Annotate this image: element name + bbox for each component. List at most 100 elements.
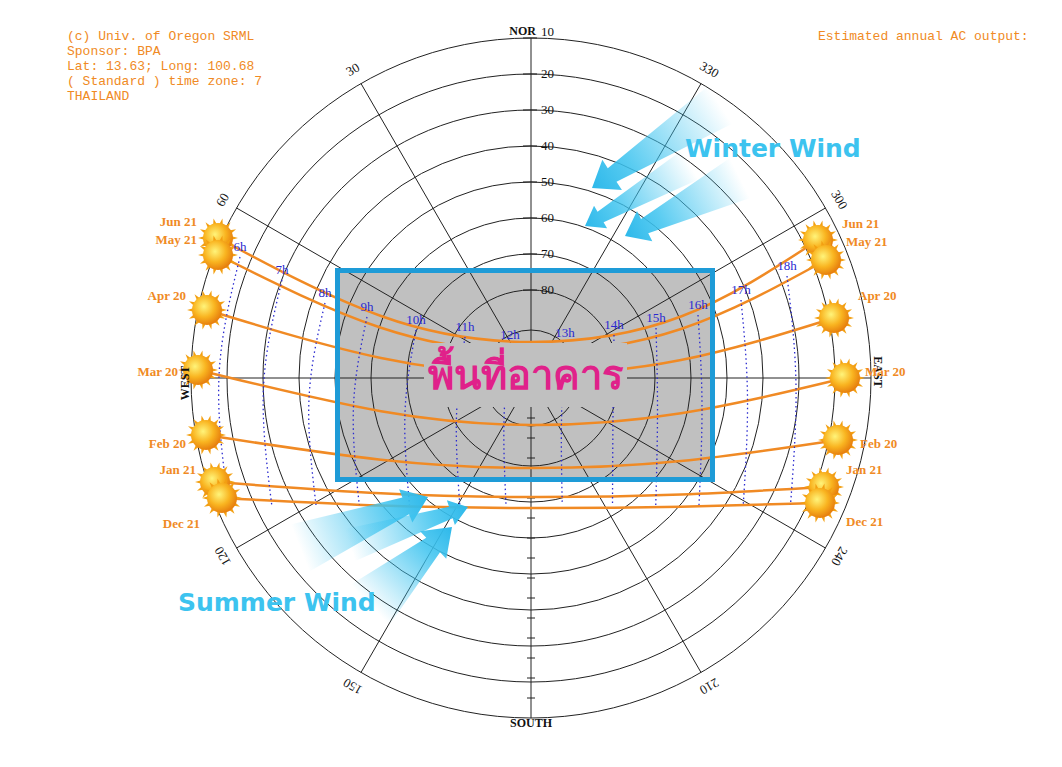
axis-tick	[527, 418, 535, 419]
azimuth-line	[531, 38, 532, 378]
sun-disc	[819, 303, 849, 333]
wind-label: Summer Wind	[178, 589, 376, 617]
axis-tick	[523, 254, 537, 255]
header-note: (c) Univ. of Oregon SRML	[67, 30, 254, 44]
sun-path-curve	[206, 435, 838, 468]
area-label: พื้นที่อาคาร	[424, 343, 627, 407]
axis-tick	[527, 658, 535, 659]
scale-label: 10	[541, 25, 554, 39]
direction-label: WEST	[179, 366, 192, 401]
wind-arrow	[625, 158, 750, 241]
sun-icon	[806, 241, 846, 280]
hour-line	[309, 303, 325, 505]
scale-label: 240	[828, 544, 850, 568]
axis-tick	[523, 110, 537, 111]
hour-line	[741, 300, 748, 505]
axis-tick	[527, 438, 535, 439]
wind-label: Winter Wind	[685, 135, 861, 163]
header-note: THAILAND	[67, 90, 129, 104]
sun-disc	[207, 483, 237, 513]
hour-label: 12h	[500, 328, 520, 342]
scale-label: 150	[341, 675, 365, 697]
hour-line	[263, 280, 282, 505]
sun-disc	[811, 245, 841, 275]
date-label: Dec 21	[846, 515, 883, 529]
sun-icon	[198, 236, 238, 275]
direction-label: NOR	[509, 25, 536, 38]
axis-tick	[523, 146, 537, 147]
scale-label: 210	[697, 675, 721, 697]
scale-label: 60	[541, 211, 554, 225]
hour-line	[219, 257, 240, 505]
hour-label: 10h	[406, 313, 426, 327]
hour-line	[353, 317, 367, 505]
scale-label: 30	[541, 103, 554, 117]
building-fill	[335, 268, 715, 482]
header-note: ( Standard ) time zone: 7	[67, 75, 262, 89]
scale-label: 40	[541, 139, 554, 153]
scale-label: 300	[828, 188, 850, 212]
hour-label: 14h	[604, 318, 624, 332]
sun-icon	[202, 479, 242, 518]
axis-tick	[527, 558, 535, 559]
azimuth-line	[531, 378, 532, 718]
axis-tick	[527, 458, 535, 459]
sun-path-curve	[218, 238, 818, 342]
scale-label: 80	[541, 283, 554, 297]
axis-tick	[527, 578, 535, 579]
sun-icon	[186, 416, 226, 455]
hour-label: 15h	[646, 311, 666, 325]
hour-label: 11h	[455, 320, 474, 334]
building-area: พื้นที่อาคาร	[335, 268, 715, 482]
hour-line	[787, 276, 796, 505]
scale-label: 20	[541, 67, 554, 81]
scale-label: 30	[344, 60, 362, 79]
axis-tick	[523, 218, 537, 219]
date-label: Jun 21	[160, 215, 197, 229]
sun-disc	[192, 295, 222, 325]
scale-label: 60	[213, 191, 232, 209]
scale-label: 70	[541, 247, 554, 261]
date-label: May 21	[155, 233, 197, 247]
sun-icon	[818, 421, 858, 460]
hour-label: 13h	[555, 326, 575, 340]
sun-icon	[800, 484, 840, 523]
hour-label: 16h	[688, 298, 708, 312]
axis-tick	[527, 678, 535, 679]
date-label: Mar 20	[137, 365, 178, 379]
date-label: Feb 20	[149, 437, 186, 451]
hour-label: 8h	[319, 286, 332, 300]
axis-tick	[527, 598, 535, 599]
hour-label: 7h	[276, 263, 289, 277]
hour-label: 9h	[361, 300, 374, 314]
sun-disc	[805, 488, 835, 518]
axis-tick	[523, 290, 537, 291]
date-label: Jan 21	[160, 463, 196, 477]
sun-disc	[830, 363, 860, 393]
date-label: Feb 20	[860, 437, 897, 451]
axis-tick	[527, 698, 535, 699]
date-label: Mar 20	[865, 365, 906, 379]
date-label: Jun 21	[842, 217, 879, 231]
axis-tick	[527, 538, 535, 539]
date-label: Apr 20	[858, 289, 896, 303]
sun-disc	[191, 420, 221, 450]
sun-path-curve	[222, 498, 820, 508]
direction-label: SOUTH	[510, 717, 552, 730]
sun-icon	[825, 359, 865, 398]
sun-icon	[187, 291, 227, 330]
hour-label: 17h	[731, 283, 751, 297]
sun-icon	[814, 299, 854, 338]
header-note: Lat: 13.63; Long: 100.68	[67, 60, 254, 74]
sun-disc	[203, 240, 233, 270]
header-note: Estimated annual AC output:	[818, 30, 1029, 44]
axis-tick	[527, 518, 535, 519]
hour-label: 18h	[777, 259, 797, 273]
date-label: Apr 20	[148, 289, 186, 303]
scale-label: 120	[212, 544, 234, 568]
axis-tick	[527, 638, 535, 639]
sun-disc	[823, 425, 853, 455]
hour-label: 6h	[234, 240, 247, 254]
